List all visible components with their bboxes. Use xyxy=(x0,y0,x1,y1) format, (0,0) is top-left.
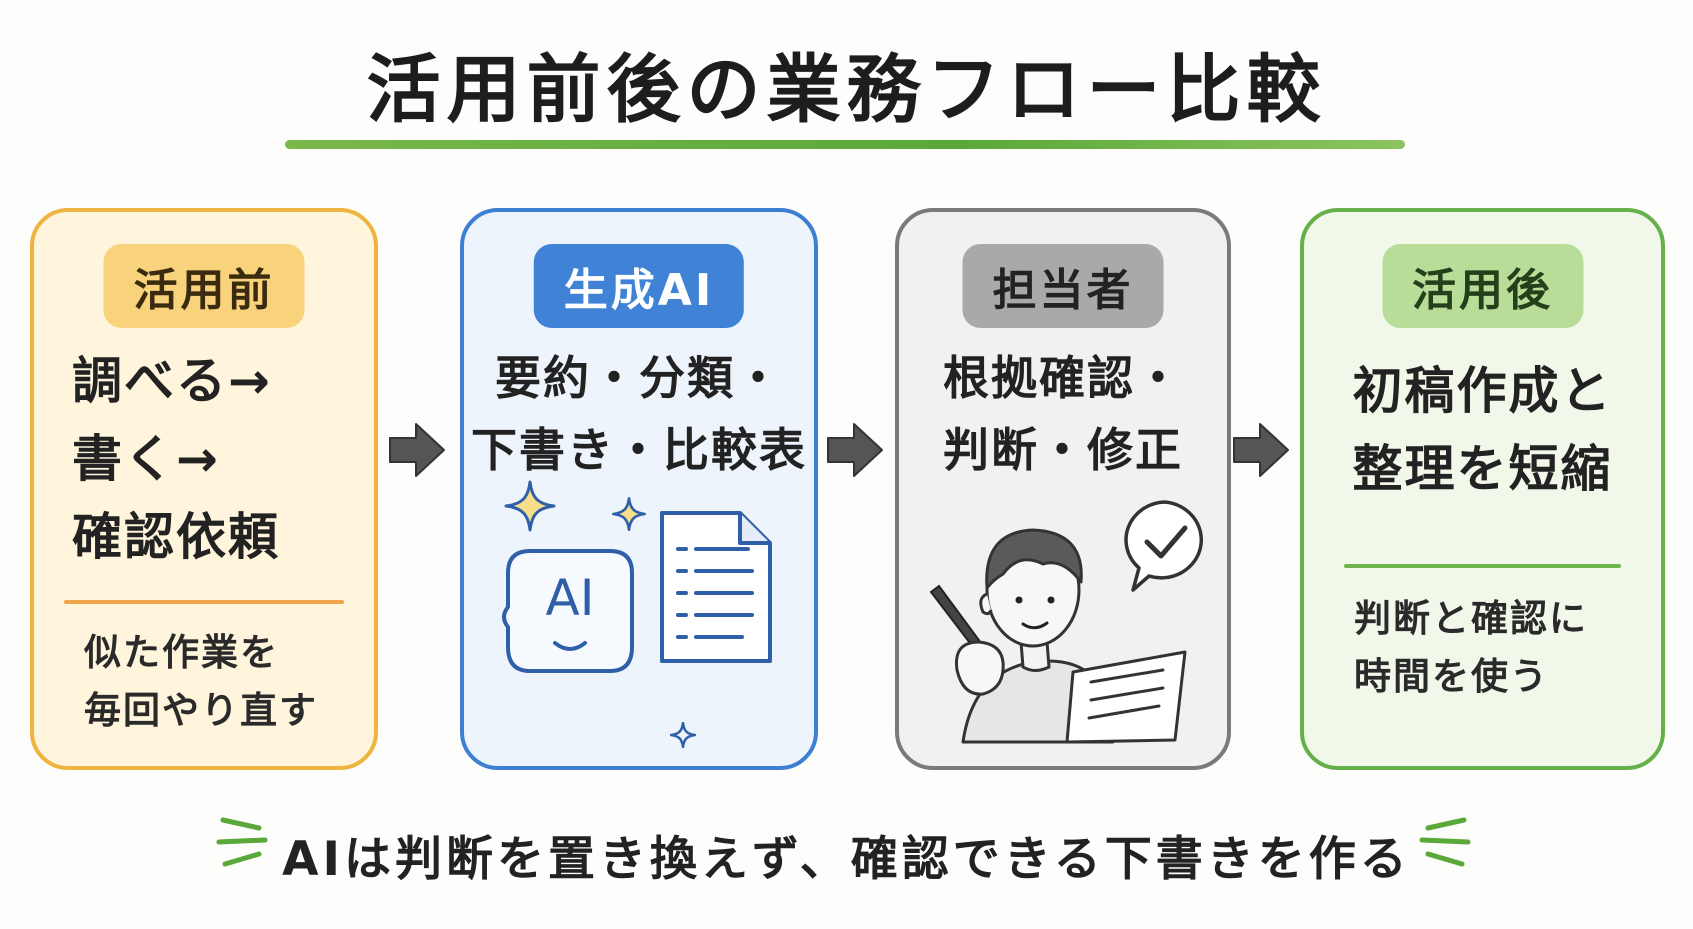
checkmark-bubble-icon xyxy=(1119,498,1211,594)
sparkle-icon xyxy=(504,480,556,532)
emphasis-lines-icon xyxy=(1412,808,1472,872)
arrow-right-icon xyxy=(388,420,446,480)
after-sub-text: 判断と確認に 時間を使う xyxy=(1354,597,1588,698)
person-main-text: 根拠確認・ 判断・修正 xyxy=(943,351,1183,477)
after-main-text: 初稿作成と 整理を短縮 xyxy=(1352,362,1613,498)
title-underline xyxy=(285,140,1405,149)
card-ai: 生成AI 要約・分類・ 下書き・比較表 AI xyxy=(460,208,818,770)
person-writing-icon xyxy=(923,502,1213,752)
card-person: 担当者 根拠確認・ 判断・修正 xyxy=(895,208,1231,770)
arrow-right-icon xyxy=(826,420,884,480)
before-main-text: 調べる→ 書く→ 確認依頼 xyxy=(72,352,280,566)
sparkle-icon xyxy=(612,497,646,531)
ai-icon-label: AI xyxy=(545,569,595,627)
arrow-right-icon xyxy=(1232,420,1290,480)
card-after: 活用後 初稿作成と 整理を短縮 判断と確認に 時間を使う xyxy=(1300,208,1665,770)
ai-main-text: 要約・分類・ 下書き・比較表 xyxy=(471,351,807,477)
page-title: 活用前後の業務フロー比較 xyxy=(366,47,1327,133)
footer-message: AIは判断を置き換えず、確認できる下書きを作る xyxy=(282,832,1411,887)
before-divider xyxy=(64,600,344,604)
badge-before: 活用前 xyxy=(103,244,305,328)
badge-ai: 生成AI xyxy=(533,244,745,328)
after-divider xyxy=(1344,564,1621,568)
sparkle-icon xyxy=(670,722,696,748)
emphasis-lines-icon xyxy=(215,808,275,872)
before-sub-text: 似た作業を 毎回やり直す xyxy=(84,631,318,732)
ai-chat-icon: AI xyxy=(500,547,640,677)
document-icon xyxy=(656,507,776,667)
badge-person: 担当者 xyxy=(962,244,1164,328)
badge-after: 活用後 xyxy=(1382,244,1583,328)
card-before: 活用前 調べる→ 書く→ 確認依頼 似た作業を 毎回やり直す xyxy=(30,208,378,770)
